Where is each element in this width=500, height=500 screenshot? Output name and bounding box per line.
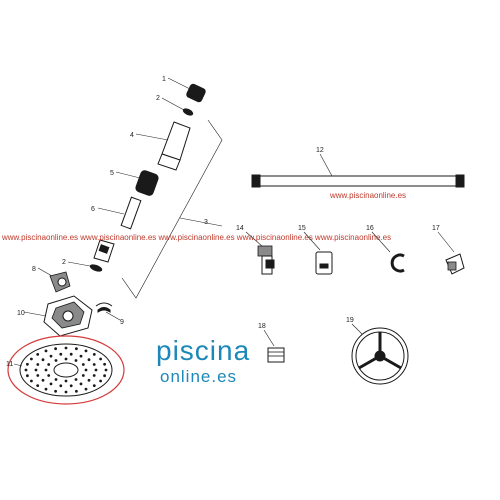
disk-hole bbox=[92, 374, 96, 377]
part-16-c-clip: 16 bbox=[366, 225, 405, 273]
disk-hole bbox=[34, 368, 38, 372]
logo-sub-text: online.es bbox=[160, 367, 237, 386]
part-6-tube: 6 bbox=[91, 196, 142, 230]
lower-fitting bbox=[93, 239, 115, 263]
disk-hole bbox=[30, 379, 33, 383]
disk-hole bbox=[54, 378, 58, 381]
label-14: 14 bbox=[236, 225, 244, 232]
disk-hole bbox=[26, 374, 29, 378]
highlight-ellipse bbox=[7, 335, 125, 405]
part-11-disk: 11 bbox=[6, 335, 125, 405]
part-15-connector: 15 bbox=[298, 225, 333, 275]
label-4: 4 bbox=[130, 132, 134, 139]
part-10-head-body: 10 bbox=[17, 295, 93, 337]
disk-hole bbox=[47, 363, 51, 366]
label-18: 18 bbox=[258, 323, 266, 330]
disk-hole bbox=[103, 362, 106, 366]
disk-hole bbox=[74, 359, 78, 362]
disk-hole bbox=[103, 374, 106, 378]
label-16: 16 bbox=[366, 225, 374, 232]
disk-hole bbox=[94, 368, 98, 372]
disk-hole bbox=[54, 347, 57, 351]
label-8: 8 bbox=[32, 266, 36, 273]
disk-hole bbox=[36, 384, 40, 387]
disk-hole bbox=[54, 359, 58, 362]
disk-hole bbox=[44, 368, 48, 372]
disk-hole bbox=[104, 368, 108, 372]
disk-hole bbox=[79, 382, 83, 386]
disk-hole bbox=[59, 352, 63, 356]
label-3: 3 bbox=[204, 219, 208, 226]
part-5-swivel: 5 bbox=[110, 170, 159, 196]
disk-hole bbox=[75, 389, 78, 393]
logo-main-text: piscina bbox=[156, 335, 250, 366]
part-2-oring-lower: 2 bbox=[62, 259, 103, 272]
disk-hole bbox=[64, 379, 68, 383]
disk-hole bbox=[84, 387, 88, 391]
disk-hole bbox=[99, 379, 102, 383]
disk-hole bbox=[84, 349, 88, 353]
disk-hole bbox=[44, 349, 48, 353]
label-11: 11 bbox=[6, 361, 13, 368]
part-19-wheel: 19 bbox=[346, 317, 409, 385]
disk-hole bbox=[84, 368, 88, 372]
part-14-regulator: 14 bbox=[236, 225, 275, 275]
label-6: 6 bbox=[91, 206, 95, 213]
disk-hole bbox=[26, 362, 29, 366]
part-17-elbow: 17 bbox=[432, 225, 465, 275]
disk-hole bbox=[24, 368, 28, 372]
disk-hole bbox=[36, 353, 40, 356]
label-12: 12 bbox=[316, 147, 324, 154]
label-1: 1 bbox=[162, 76, 166, 83]
label-17: 17 bbox=[432, 225, 440, 232]
watermark-hose: www.piscinaonline.es bbox=[329, 191, 406, 200]
disk-hole bbox=[36, 374, 40, 377]
disk-hole bbox=[92, 384, 96, 387]
label-9: 9 bbox=[120, 319, 124, 326]
disk-hole bbox=[92, 353, 96, 356]
disk-hole bbox=[99, 357, 102, 361]
disk-hole bbox=[74, 378, 78, 381]
disk-hole bbox=[87, 358, 91, 362]
disk-hole bbox=[59, 384, 63, 388]
disk-hole bbox=[41, 358, 45, 362]
label-2-top: 2 bbox=[156, 95, 160, 102]
part-9-clip: 9 bbox=[95, 302, 124, 326]
disk-hole bbox=[36, 363, 40, 366]
disk-hole bbox=[30, 357, 33, 361]
disk-hole bbox=[64, 357, 68, 361]
disk-hole bbox=[69, 384, 73, 388]
group-bracket bbox=[121, 119, 223, 299]
part-12-hose: 12 bbox=[251, 147, 465, 188]
label-10: 10 bbox=[17, 310, 25, 317]
disk-hole bbox=[47, 374, 51, 377]
disk-hole bbox=[81, 363, 85, 366]
part-2-oring-top: 2 bbox=[156, 95, 194, 116]
label-5: 5 bbox=[110, 170, 114, 177]
part-1-cap: 1 bbox=[162, 76, 206, 103]
piscina-online-logo: piscina online.es bbox=[156, 335, 250, 386]
label-19: 19 bbox=[346, 317, 354, 324]
disk-hole bbox=[79, 354, 83, 358]
disk-holes bbox=[24, 346, 108, 394]
disk-hole bbox=[92, 363, 96, 366]
disk-hole bbox=[54, 389, 57, 393]
part-8-valve: 8 bbox=[32, 266, 71, 293]
label-2-lower: 2 bbox=[62, 259, 66, 266]
disk-hole bbox=[64, 390, 68, 394]
disk-hole bbox=[69, 352, 73, 356]
disk-hole bbox=[87, 378, 91, 382]
disk-hole bbox=[41, 378, 45, 382]
disk-hole bbox=[75, 347, 78, 351]
disk-hole bbox=[64, 346, 68, 350]
label-15: 15 bbox=[298, 225, 306, 232]
part-4-connector: 4 bbox=[130, 121, 191, 171]
disk-hole bbox=[44, 387, 48, 391]
part-18-float: 18 bbox=[258, 323, 285, 363]
disk-hole bbox=[49, 382, 53, 386]
disk-hole bbox=[81, 374, 85, 377]
disk-hole bbox=[49, 354, 53, 358]
watermark-row: www.piscinaonline.es www.piscinaonline.e… bbox=[1, 233, 391, 242]
